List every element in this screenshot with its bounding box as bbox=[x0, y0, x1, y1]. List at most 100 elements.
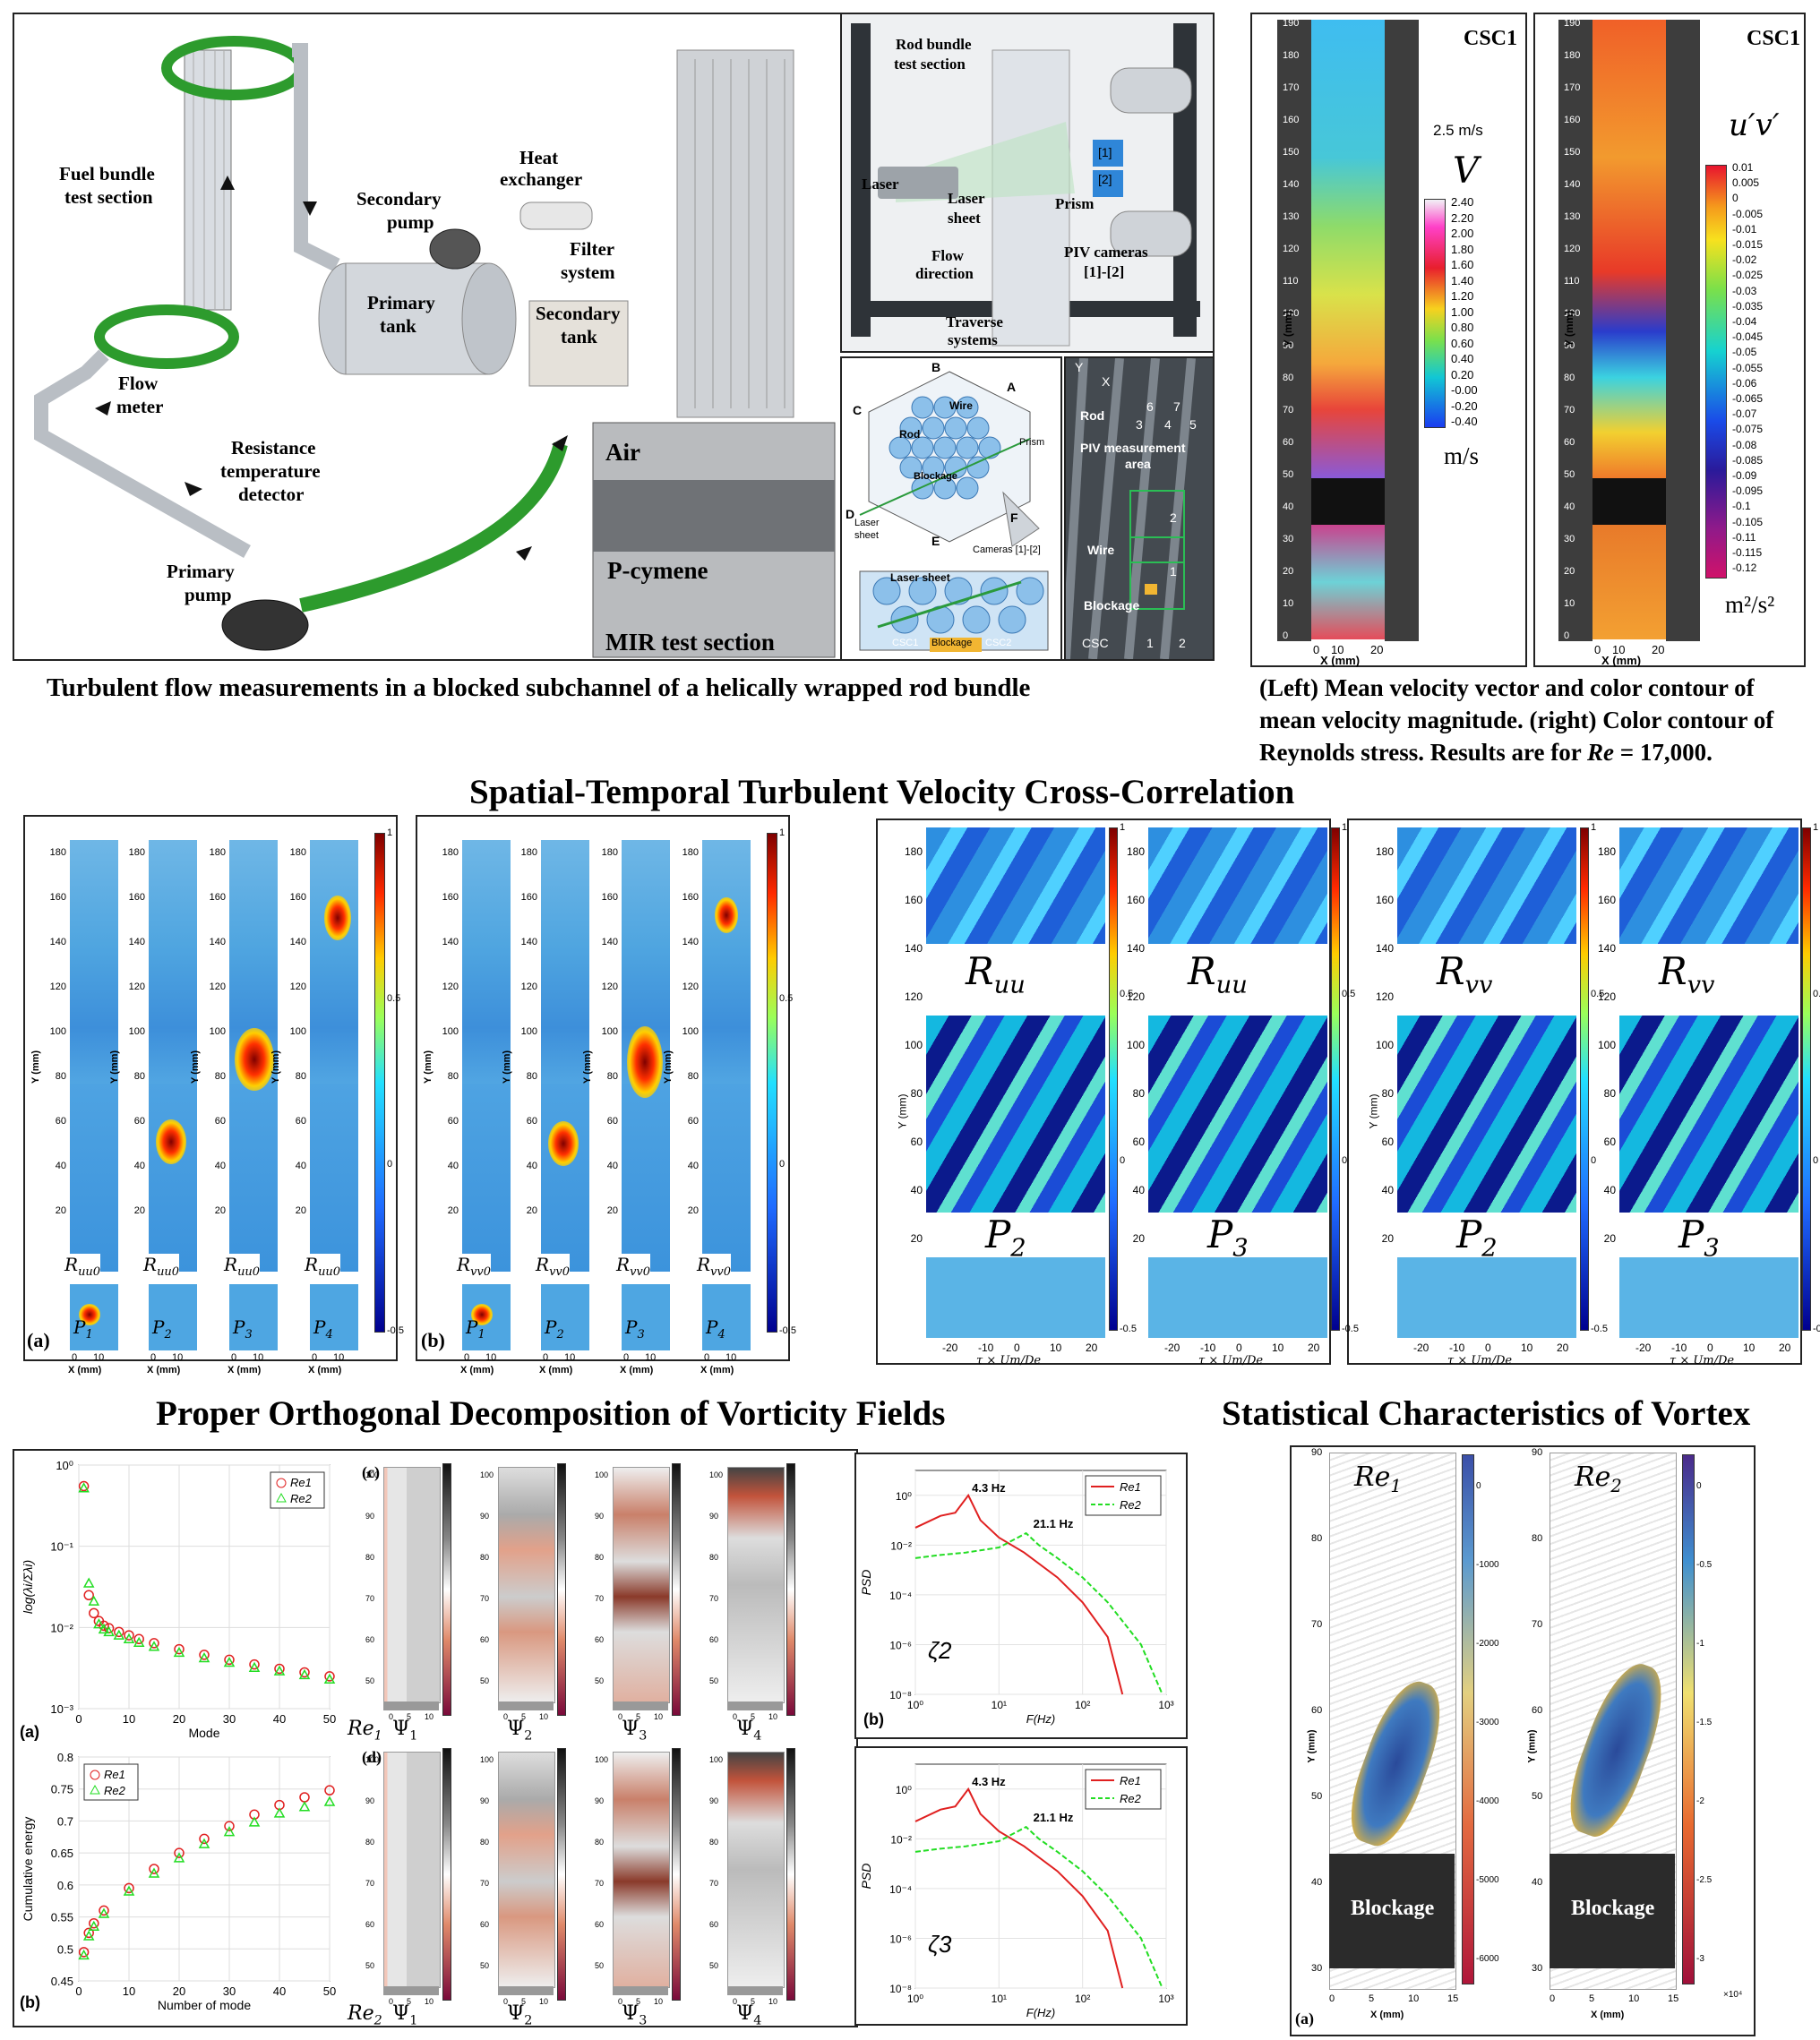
xcorr-y-tick: 160 bbox=[1126, 894, 1145, 906]
xcorr-y-tick: 160 bbox=[1375, 894, 1394, 906]
y-tick: 0.6 bbox=[57, 1879, 73, 1892]
label-secondary-tank-a: Secondary bbox=[536, 303, 621, 324]
corr-x-label: X (mm) bbox=[700, 1365, 734, 1376]
corr-hotspot bbox=[715, 897, 738, 933]
x-tick: 10⁰ bbox=[907, 1993, 923, 2005]
stress-tick: -0.03 bbox=[1732, 284, 1757, 297]
re2-point bbox=[93, 1618, 105, 1629]
xcorr-field-middle bbox=[1397, 1016, 1576, 1213]
re1-point bbox=[124, 1630, 134, 1641]
corr-y-tick: 40 bbox=[55, 1161, 66, 1171]
stress-tick: -0.06 bbox=[1732, 376, 1757, 390]
pod-y-tick: 80 bbox=[365, 1838, 375, 1847]
re1-point bbox=[83, 1590, 94, 1601]
xcorr-x-tick: 20 bbox=[1557, 1341, 1569, 1354]
pod-y-tick: 60 bbox=[595, 1635, 605, 1644]
pod-y-tick: 60 bbox=[709, 1920, 719, 1929]
subscript: 4 bbox=[753, 1728, 762, 1744]
xcorr-y-tick: 140 bbox=[1375, 942, 1394, 955]
subscript: uu0 bbox=[157, 1265, 180, 1279]
subscript: 4 bbox=[325, 1328, 333, 1341]
subscript: vv0 bbox=[630, 1265, 651, 1279]
corr-y-tick: 180 bbox=[520, 847, 537, 858]
xcorr-gap-upper bbox=[1619, 944, 1799, 1016]
peak-label-1: 4.3 Hz bbox=[972, 1775, 1006, 1788]
re1-point bbox=[174, 1643, 185, 1655]
pod-panel-label: (c) bbox=[362, 1463, 380, 1481]
x-tick: 10³ bbox=[1158, 1699, 1173, 1711]
pod-y-tick: 100 bbox=[709, 1470, 724, 1479]
y-tick: 0.65 bbox=[51, 1847, 73, 1860]
y-tick: 0.7 bbox=[57, 1814, 73, 1828]
corr-y-tick: 140 bbox=[209, 937, 226, 947]
xcorr-y-tick: 60 bbox=[910, 1136, 923, 1148]
pod-y-tick: 90 bbox=[709, 1796, 719, 1805]
xcorr-x-tick: -10 bbox=[1200, 1341, 1216, 1354]
re1-point bbox=[99, 1620, 109, 1632]
pod-colorbar bbox=[786, 1748, 795, 2001]
subscript: vv bbox=[1464, 971, 1493, 999]
vortex-x-tick: 0 bbox=[1550, 1993, 1556, 2004]
corr-field-middle bbox=[462, 1084, 511, 1272]
xcorr-y-tick: 60 bbox=[1132, 1136, 1145, 1148]
re1-point bbox=[274, 1663, 285, 1675]
corr-y-tick: 60 bbox=[55, 1116, 66, 1127]
xcorr-field-middle bbox=[1619, 1016, 1799, 1213]
re2-series bbox=[914, 1825, 1163, 1989]
corr-x-label: X (mm) bbox=[620, 1365, 654, 1376]
xcorr-r-label: Ruu bbox=[966, 949, 1026, 999]
corr-x-tick: 10 bbox=[645, 1352, 657, 1363]
re1-point bbox=[133, 1633, 144, 1645]
velocity-field-lower bbox=[1311, 525, 1385, 639]
re2-point bbox=[223, 1656, 236, 1667]
xcorr-x-tick: -10 bbox=[1671, 1341, 1687, 1354]
xcorr-gap-lower bbox=[1148, 1213, 1327, 1257]
corr-x-label: X (mm) bbox=[147, 1365, 181, 1376]
pod-y-tick: 50 bbox=[480, 1676, 490, 1685]
pod-x-tick: 0 bbox=[503, 1712, 509, 1721]
xsec-laser-sheet-a: Laser bbox=[854, 518, 880, 528]
corr-y-tick: 40 bbox=[447, 1161, 459, 1171]
corr-field-upper bbox=[70, 840, 118, 1109]
xcorr-x-tick: -20 bbox=[942, 1341, 958, 1354]
xcorr-x-tick: 20 bbox=[1308, 1341, 1320, 1354]
corr-y-tick: 180 bbox=[682, 847, 699, 858]
y-tick: 10⁻⁶ bbox=[889, 1933, 912, 1945]
xcorr-cb-tick: 1 bbox=[1120, 822, 1126, 833]
label-mir: MIR test section bbox=[605, 629, 775, 656]
xcorr-x-label: τ × Um/De bbox=[1447, 1354, 1513, 1367]
side-n4: 4 bbox=[1164, 417, 1172, 432]
csc-y-tick: 110 bbox=[1283, 276, 1299, 287]
pod-y-tick: 80 bbox=[480, 1838, 490, 1847]
stress-tick: -0.07 bbox=[1732, 407, 1757, 421]
pod-psi-label: Ψ4 bbox=[736, 2002, 762, 2028]
subscript: 4 bbox=[717, 1328, 725, 1341]
vortex-cb-tick: -2.5 bbox=[1696, 1875, 1713, 1885]
pod-x-tick: 5 bbox=[636, 1997, 641, 2006]
xcorr-field-upper bbox=[1619, 827, 1799, 944]
re2-point bbox=[88, 1920, 100, 1932]
label-secondary-pump-b: pump bbox=[387, 211, 434, 233]
pod-colorbar bbox=[786, 1463, 795, 1716]
corr-y-tick: 160 bbox=[49, 892, 66, 903]
corr-y-label: Y (mm) bbox=[423, 1050, 434, 1084]
pod-x-tick: 5 bbox=[521, 1997, 527, 2006]
pod-x-tick: 5 bbox=[521, 1712, 527, 1721]
corr-y-tick: 120 bbox=[49, 981, 66, 992]
vortex-colorbar bbox=[1682, 1454, 1695, 1984]
label-flow-dir-a: Flow bbox=[931, 247, 964, 264]
pod-x-tick: 0 bbox=[389, 1712, 394, 1721]
side-blockage bbox=[1145, 584, 1157, 595]
xcorr-y-tick: 40 bbox=[910, 1184, 923, 1196]
re2-series bbox=[914, 1531, 1163, 1695]
y-label: Cumulative energy bbox=[21, 1817, 35, 1922]
xcorr-x-label: τ × Um/De bbox=[976, 1354, 1042, 1367]
velocity-field bbox=[1311, 20, 1385, 478]
csc-caption-line3-post: = 17,000. bbox=[1614, 739, 1713, 766]
csc-y-tick: 10 bbox=[1564, 598, 1575, 609]
xcorr-r-label: Ruu bbox=[1188, 949, 1248, 999]
vortex-cb-tick: -4000 bbox=[1476, 1796, 1499, 1806]
corr-field-upper bbox=[702, 840, 751, 1109]
